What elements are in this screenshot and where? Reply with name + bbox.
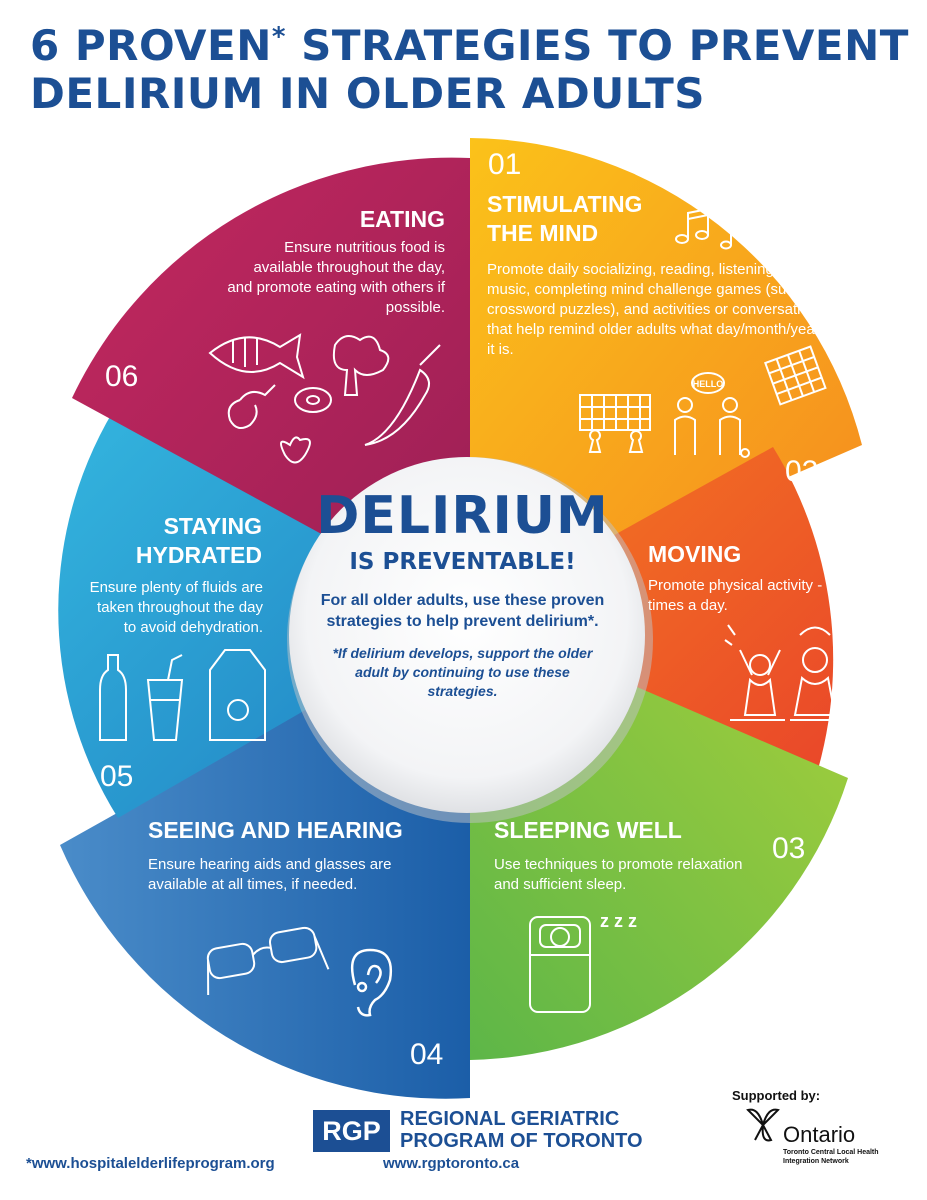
segment-hydrated xyxy=(58,400,470,818)
rgp-toronto-link[interactable]: www.rgptoronto.ca xyxy=(383,1155,520,1172)
title-line1-rest: STRATEGIES TO PREVENT xyxy=(286,21,909,70)
center-message: For all older adults, use these proven s… xyxy=(320,592,605,630)
segment-heading-seeing: SEEING AND HEARING xyxy=(148,817,403,843)
ear-icon xyxy=(350,948,393,1017)
segment-body-moving: Promote physical activity - at least 3 t… xyxy=(648,577,888,614)
segment-heading-stimulating: STIMULATING THE MIND xyxy=(487,191,643,246)
rgp-logo: RGP xyxy=(313,1110,390,1152)
title-asterisk: * xyxy=(271,22,286,52)
segment-body-eating: Ensure nutritious food is available thro… xyxy=(227,239,445,316)
conversation-people-icon: HELLO xyxy=(674,372,750,458)
center-panel: DELIRIUM IS PREVENTABLE! For all older a… xyxy=(290,488,635,701)
zzz-text: z z z xyxy=(600,911,637,931)
chess-board-icon xyxy=(579,394,651,453)
center-headline: DELIRIUM xyxy=(316,486,609,546)
segment-heading-sleeping: SLEEPING WELL xyxy=(494,817,682,843)
page-title: 6 PROVEN* STRATEGIES TO PREVENT DELIRIUM… xyxy=(30,22,910,118)
segment-heading-hydrated: STAYING HYDRATED xyxy=(135,513,262,568)
title-line1: 6 PROVEN xyxy=(30,21,272,70)
ontario-wordmark: Ontario xyxy=(783,1122,856,1147)
segment-number-03: 03 xyxy=(772,832,806,865)
segment-number-01: 01 xyxy=(488,148,522,181)
hospital-elder-life-link[interactable]: *www.hospitalelderlifeprogram.org xyxy=(26,1155,275,1172)
segment-body-seeing: Ensure hearing aids and glasses are avai… xyxy=(148,856,392,893)
segment-body-hydrated: Ensure plenty of fluids are taken throug… xyxy=(89,579,263,636)
org-line2: PROGRAM OF TORONTO xyxy=(400,1130,643,1152)
segment-number-05: 05 xyxy=(100,760,134,793)
drinks-icon xyxy=(99,649,266,741)
music-notes-icon xyxy=(675,207,741,250)
center-disc xyxy=(289,457,645,813)
glasses-icon xyxy=(206,926,330,995)
lhin-label: Toronto Central Local Health Integration… xyxy=(783,1149,879,1165)
center-subheadline: IS PREVENTABLE! xyxy=(349,549,576,575)
supported-by-label: Supported by: xyxy=(732,1088,821,1103)
food-icon xyxy=(208,333,441,464)
center-note: *If delirium develops, support the older… xyxy=(332,645,593,699)
title-line2: DELIRIUM IN OLDER ADULTS xyxy=(30,69,705,118)
segment-number-02: 02 xyxy=(785,455,819,488)
hello-speech-text: HELLO xyxy=(693,379,724,389)
segment-body-stimulating: Promote daily socializing, reading, list… xyxy=(487,261,825,358)
sleeping-person-icon: z z z xyxy=(529,911,637,1013)
crossword-icon xyxy=(764,345,827,406)
segment-number-04: 04 xyxy=(410,1038,444,1071)
organization-name: REGIONAL GERIATRIC PROGRAM OF TORONTO xyxy=(400,1108,643,1152)
segment-heading-moving: MOVING xyxy=(648,541,742,567)
segment-heading-eating: EATING xyxy=(359,206,445,232)
exercise-people-icon xyxy=(724,624,850,721)
org-line1: REGIONAL GERIATRIC xyxy=(400,1108,620,1130)
trillium-logo-icon xyxy=(746,1108,780,1142)
segment-body-sleeping: Use techniques to promote relaxation and… xyxy=(494,856,743,893)
segment-number-06: 06 xyxy=(105,360,139,393)
